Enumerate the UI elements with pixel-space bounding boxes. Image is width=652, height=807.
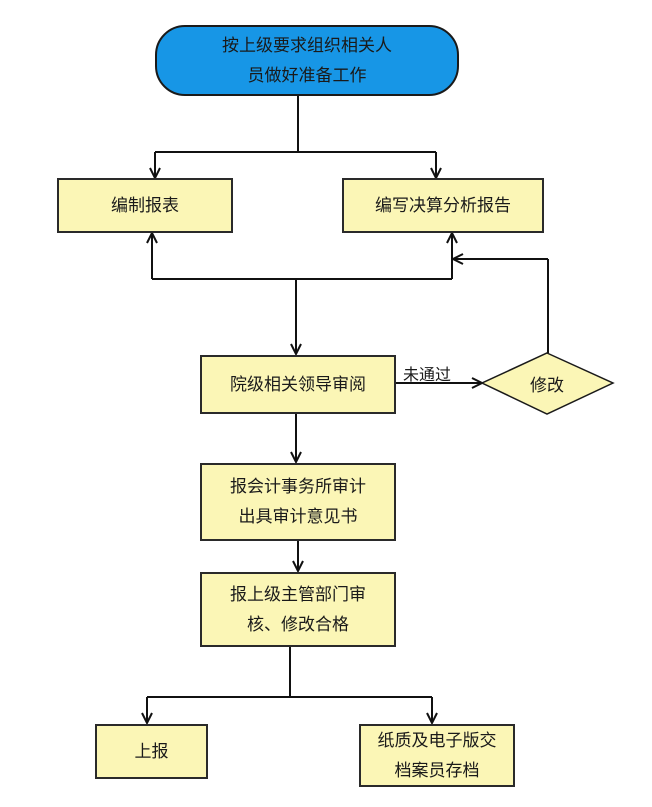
start-node-line2: 员做好准备工作 bbox=[247, 65, 367, 86]
archive-node: 纸质及电子版交 档案员存档 bbox=[359, 724, 515, 787]
revise-label: 修改 bbox=[530, 376, 564, 396]
write-report-label: 编写决算分析报告 bbox=[375, 195, 511, 216]
superior-review-line2: 核、修改合格 bbox=[247, 614, 349, 635]
submit-label: 上报 bbox=[134, 741, 169, 762]
archive-line2: 档案员存档 bbox=[394, 760, 480, 781]
audit-line1: 报会计事务所审计 bbox=[230, 477, 366, 497]
audit-node: 报会计事务所审计 出具审计意见书 bbox=[200, 463, 396, 541]
archive-line1: 纸质及电子版交 bbox=[377, 730, 497, 751]
not-passed-label: 未通过 bbox=[403, 365, 452, 384]
superior-review-line1: 报上级主管部门审 bbox=[230, 584, 366, 605]
decision-revise-shape bbox=[480, 352, 615, 415]
submit-node: 上报 bbox=[95, 724, 208, 779]
leader-review-label: 院级相关领导审阅 bbox=[230, 374, 366, 395]
audit-line2: 出具审计意见书 bbox=[238, 507, 358, 527]
leader-review-node: 院级相关领导审阅 bbox=[200, 355, 396, 414]
start-node: 按上级要求组织相关人 员做好准备工作 bbox=[155, 25, 459, 96]
write-report-node: 编写决算分析报告 bbox=[342, 178, 544, 233]
compile-statements-node: 编制报表 bbox=[57, 178, 233, 233]
superior-review-node: 报上级主管部门审 核、修改合格 bbox=[200, 572, 396, 647]
start-node-line1: 按上级要求组织相关人 bbox=[222, 35, 392, 56]
compile-statements-label: 编制报表 bbox=[111, 195, 179, 216]
